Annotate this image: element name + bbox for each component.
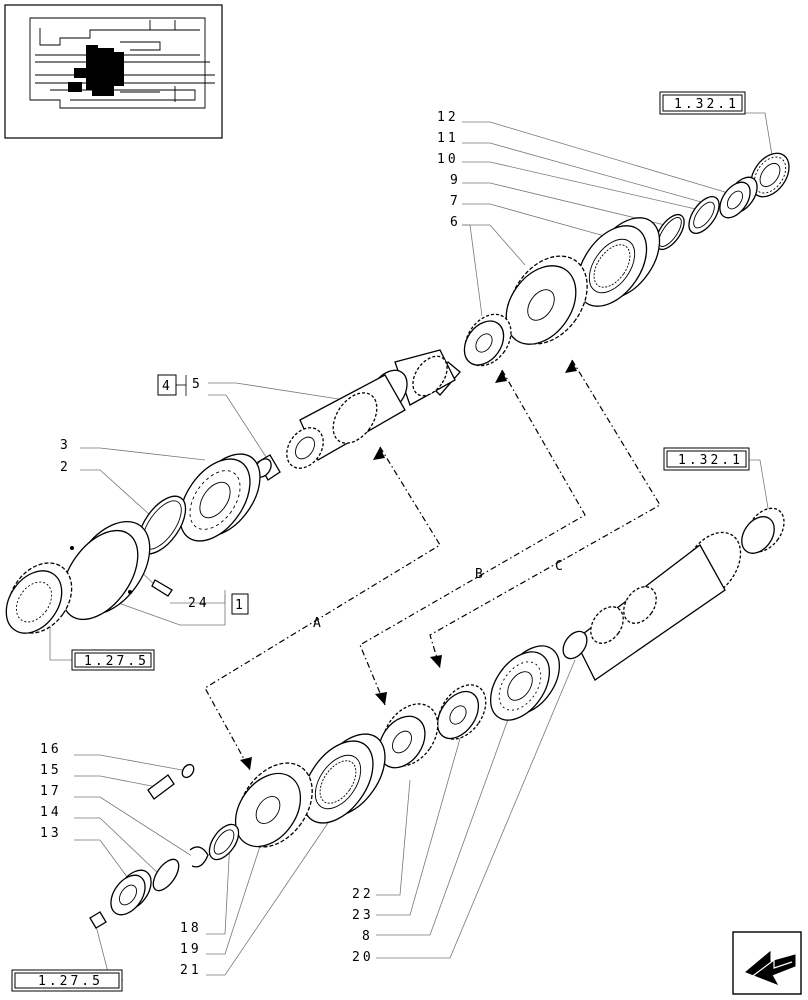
callout-20[interactable]: 20 bbox=[352, 950, 374, 965]
kit-box-1[interactable]: 1 bbox=[231, 593, 249, 615]
ref-box-1-27-5-left[interactable]: 1.27.5 bbox=[71, 649, 155, 671]
callout-6[interactable]: 6 bbox=[450, 215, 461, 230]
cover-plate-part[interactable] bbox=[47, 507, 166, 633]
callout-21[interactable]: 21 bbox=[180, 963, 202, 978]
callout-18[interactable]: 18 bbox=[180, 921, 202, 936]
synchro-sleeve-part[interactable] bbox=[563, 205, 673, 319]
gear-7-part[interactable] bbox=[492, 241, 604, 359]
ref-box-1-32-1-top[interactable]: 1.32.1 bbox=[659, 91, 746, 115]
gear-6-part[interactable] bbox=[456, 306, 521, 375]
section-label-b: B bbox=[475, 567, 486, 582]
pin-15-part[interactable] bbox=[147, 774, 175, 800]
ref-label: 1.32.1 bbox=[678, 453, 743, 468]
bearing-part[interactable] bbox=[743, 146, 797, 204]
callout-17[interactable]: 17 bbox=[40, 784, 62, 799]
callout-13[interactable]: 13 bbox=[40, 826, 62, 841]
callout-10[interactable]: 10 bbox=[437, 152, 459, 167]
gear-19-part[interactable] bbox=[222, 749, 327, 861]
ref-label: 1.27.5 bbox=[84, 654, 149, 669]
ref-label: 1.27.5 bbox=[38, 974, 103, 989]
ref-box-1-32-1-right[interactable]: 1.32.1 bbox=[663, 447, 750, 471]
callout-23[interactable]: 23 bbox=[352, 908, 374, 923]
snap-ring-14-part[interactable] bbox=[148, 855, 183, 895]
washer-16-part[interactable] bbox=[180, 762, 196, 779]
arrow-back-icon bbox=[745, 950, 796, 985]
callout-12[interactable]: 12 bbox=[437, 110, 459, 125]
ref-label: 1.32.1 bbox=[674, 97, 739, 112]
small-pin-part[interactable] bbox=[89, 911, 107, 929]
callout-15[interactable]: 15 bbox=[40, 763, 62, 778]
callout-14[interactable]: 14 bbox=[40, 805, 62, 820]
kit-label: 4 bbox=[162, 379, 173, 394]
callout-11[interactable]: 11 bbox=[437, 131, 459, 146]
spacer-ring-part[interactable] bbox=[683, 191, 725, 238]
roller-cage-part[interactable] bbox=[714, 172, 764, 224]
needle-roller-part[interactable] bbox=[252, 454, 281, 481]
drive-gear-part[interactable] bbox=[0, 551, 85, 645]
callout-9[interactable]: 9 bbox=[450, 173, 461, 188]
callout-5[interactable]: 5 bbox=[192, 377, 203, 392]
section-label-c: C bbox=[555, 559, 566, 574]
section-label-a: A bbox=[313, 616, 324, 631]
roller-cage-13-part[interactable] bbox=[104, 864, 158, 921]
overview-thumbnail[interactable] bbox=[4, 4, 223, 139]
callout-numbers: 12 11 10 9 7 6 5 3 2 24 16 15 17 14 13 1… bbox=[40, 110, 461, 978]
synchro-hub-part[interactable] bbox=[289, 721, 400, 835]
circlip-part[interactable] bbox=[189, 846, 209, 868]
main-shaft-part[interactable] bbox=[279, 349, 461, 475]
callout-8[interactable]: 8 bbox=[362, 929, 373, 944]
back-arrow-button[interactable] bbox=[732, 931, 802, 995]
gear-22-part[interactable] bbox=[370, 693, 450, 776]
ref-box-1-27-5-bottom[interactable]: 1.27.5 bbox=[11, 969, 123, 992]
lower-shaft-assembly bbox=[89, 501, 792, 929]
thrust-ring-part[interactable] bbox=[204, 819, 245, 864]
bearing-8-part[interactable] bbox=[479, 635, 572, 731]
upper-shaft-assembly bbox=[0, 146, 797, 645]
callout-2[interactable]: 2 bbox=[60, 460, 71, 475]
leader-lines bbox=[49, 112, 773, 981]
gear-23-part[interactable] bbox=[428, 676, 495, 748]
callout-16[interactable]: 16 bbox=[40, 742, 62, 757]
dowel-pin-part[interactable] bbox=[151, 579, 173, 597]
callout-19[interactable]: 19 bbox=[180, 942, 202, 957]
assembly-path-lines bbox=[204, 359, 661, 771]
callout-22[interactable]: 22 bbox=[352, 887, 374, 902]
callout-24[interactable]: 24 bbox=[188, 596, 210, 611]
taper-bearing-part[interactable] bbox=[735, 501, 792, 559]
callout-7[interactable]: 7 bbox=[450, 194, 461, 209]
callout-3[interactable]: 3 bbox=[60, 438, 71, 453]
kit-label: 1 bbox=[235, 598, 246, 613]
output-shaft-part[interactable] bbox=[558, 522, 752, 681]
ball-bearing-part[interactable] bbox=[166, 441, 275, 553]
kit-box-4[interactable]: 4 bbox=[157, 374, 187, 396]
